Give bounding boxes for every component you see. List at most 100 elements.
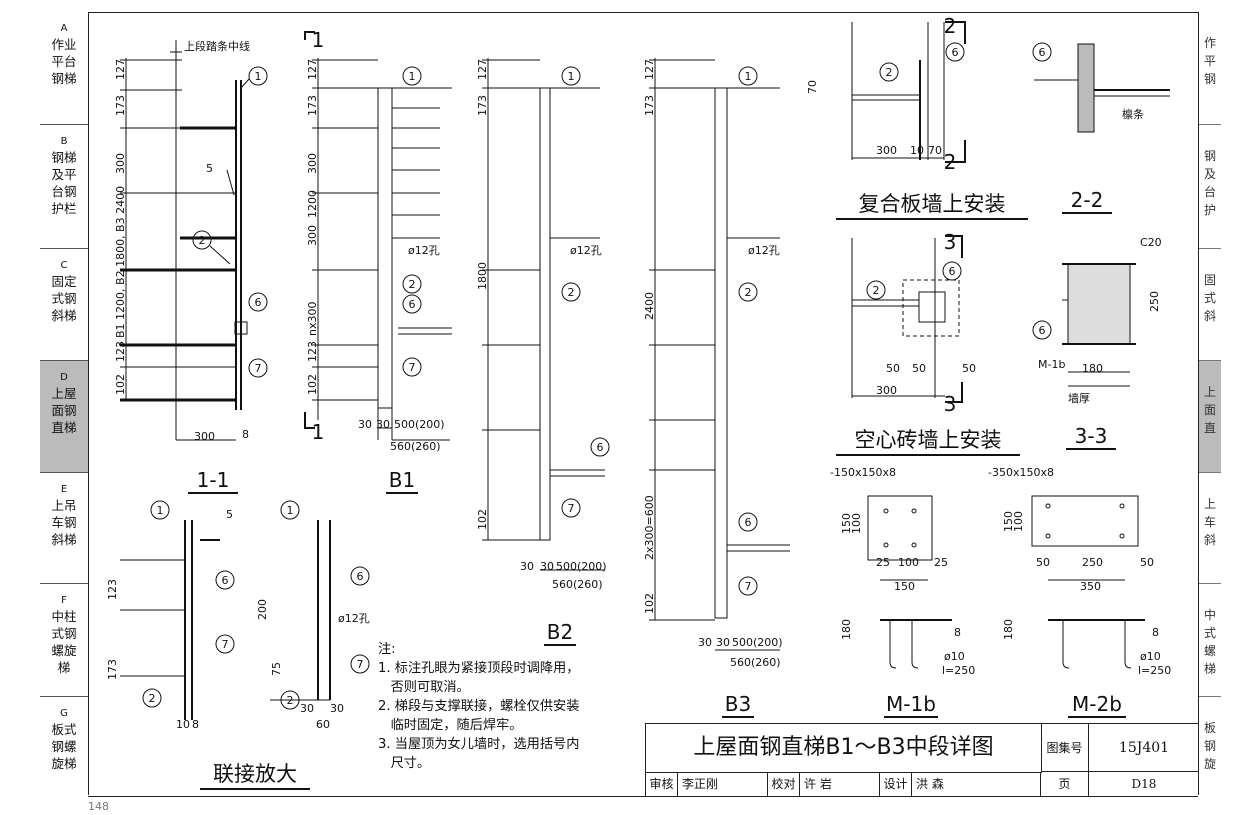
- svg-text:2: 2: [149, 692, 156, 705]
- section-mark-3-top: 3: [943, 230, 957, 254]
- svg-text:75: 75: [270, 662, 283, 676]
- svg-text:2400: 2400: [643, 292, 656, 320]
- svg-text:10: 10: [176, 718, 190, 731]
- svg-text:nx300: nx300: [306, 302, 319, 336]
- svg-text:123: 123: [106, 579, 119, 600]
- svg-text:102: 102: [114, 374, 127, 395]
- hole-note-connection: ø12孔: [338, 612, 370, 625]
- note-line: 3. 当屋顶为女儿墙时，选用括号内: [378, 737, 580, 752]
- svg-text:102: 102: [476, 509, 489, 530]
- svg-text:300: 300: [876, 144, 897, 157]
- atlas-label: 图集号: [1041, 724, 1089, 772]
- svg-text:25: 25: [876, 556, 890, 569]
- check-label: 校对: [768, 772, 800, 796]
- svg-text:500(200): 500(200): [394, 418, 445, 431]
- svg-text:1: 1: [409, 70, 416, 83]
- right-tab-e[interactable]: 上车斜: [1199, 473, 1221, 584]
- plate-m1-note: -150x150x8: [830, 466, 896, 479]
- b-height-note: B1 1200, B2 1800, B3 2400: [114, 186, 127, 338]
- note-line: 2. 梯段与支撑联接，螺栓仅供安装: [378, 699, 580, 714]
- svg-text:1: 1: [287, 504, 294, 517]
- svg-text:200: 200: [256, 599, 269, 620]
- svg-text:180: 180: [1082, 362, 1103, 375]
- svg-text:7: 7: [222, 638, 229, 651]
- section-2-2-drawing: [1032, 42, 1170, 133]
- hollow-brick-wall-install: [851, 235, 963, 403]
- right-index-tabs: 作平钢 钢及台护 固式斜 上面直 上车斜 中式螺梯 板钢旋: [1198, 12, 1221, 795]
- svg-text:6: 6: [949, 265, 956, 278]
- svg-text:6: 6: [952, 46, 959, 59]
- label-section-3-3: 3-3: [1066, 424, 1116, 450]
- note-line: 1. 标注孔眼为紧接顶段时调降用，: [378, 661, 580, 676]
- tab-a[interactable]: A 作业 平台 钢梯: [40, 12, 88, 125]
- section-mark-1-top: 1: [311, 28, 325, 52]
- l250-m2: l=250: [1138, 664, 1171, 677]
- top-line-note: 上段踏条中线: [184, 39, 250, 53]
- svg-text:30: 30: [300, 702, 314, 715]
- atlas-number: 15J401: [1089, 724, 1199, 772]
- tab-f[interactable]: F 中柱 式钢 螺旋 梯: [40, 584, 88, 697]
- tab-c[interactable]: C 固定 式钢 斜梯: [40, 249, 88, 361]
- tab-d[interactable]: D 上屋 面钢 直梯: [40, 361, 88, 473]
- right-tab-a[interactable]: 作平钢: [1199, 12, 1221, 125]
- svg-text:173: 173: [643, 95, 656, 116]
- svg-text:560(260): 560(260): [730, 656, 781, 669]
- svg-text:560(260): 560(260): [390, 440, 441, 453]
- svg-text:7: 7: [255, 362, 262, 375]
- svg-text:300: 300: [306, 225, 319, 246]
- svg-text:50: 50: [912, 362, 926, 375]
- right-tab-d[interactable]: 上面直: [1199, 361, 1221, 473]
- tab-e[interactable]: E 上吊 车钢 斜梯: [40, 473, 88, 584]
- svg-text:150: 150: [1002, 511, 1015, 532]
- right-tab-f[interactable]: 中式螺梯: [1199, 584, 1221, 697]
- svg-text:2: 2: [568, 286, 575, 299]
- svg-text:300: 300: [876, 384, 897, 397]
- svg-text:127: 127: [643, 59, 656, 80]
- svg-text:1: 1: [255, 70, 262, 83]
- phi10-m2: ø10: [1140, 650, 1161, 663]
- label-connection: 联接放大: [200, 758, 310, 790]
- section-mark-3-bottom: 3: [943, 392, 957, 416]
- label-m1b: M-1b: [884, 692, 938, 718]
- svg-text:2: 2: [409, 278, 416, 291]
- l250-m1: l=250: [942, 664, 975, 677]
- connection-enlargement: [120, 500, 370, 720]
- svg-text:180: 180: [1002, 619, 1015, 640]
- right-tab-g[interactable]: 板钢旋: [1203, 721, 1216, 771]
- svg-text:10: 10: [910, 144, 924, 157]
- svg-text:2: 2: [873, 284, 880, 297]
- svg-text:123: 123: [306, 341, 319, 362]
- svg-text:50: 50: [962, 362, 976, 375]
- svg-text:1: 1: [745, 70, 752, 83]
- drawing-frame: [88, 12, 1198, 797]
- svg-text:2: 2: [886, 66, 893, 79]
- svg-text:127: 127: [306, 59, 319, 80]
- notes-block: 注: 1. 标注孔眼为紧接顶段时调降用， 否则可取消。 2. 梯段与支撑联接，螺…: [378, 640, 648, 773]
- svg-text:100: 100: [1012, 511, 1025, 532]
- svg-text:6: 6: [745, 516, 752, 529]
- svg-text:30: 30: [330, 702, 344, 715]
- purlin-note: 檩条: [1122, 107, 1144, 121]
- reviewer-name: 李正刚: [678, 772, 768, 796]
- svg-text:30: 30: [520, 560, 534, 573]
- svg-text:173: 173: [106, 659, 119, 680]
- m2b-plate-drawing: [1031, 495, 1145, 669]
- svg-text:127: 127: [476, 59, 489, 80]
- svg-text:60: 60: [316, 718, 330, 731]
- svg-text:7: 7: [409, 361, 416, 374]
- svg-text:2x300=600: 2x300=600: [643, 495, 656, 560]
- page-footer-number: 148: [88, 800, 109, 813]
- tab-g[interactable]: G 板式 钢螺 旋梯: [51, 708, 77, 771]
- svg-text:5: 5: [206, 162, 213, 175]
- right-tab-c[interactable]: 固式斜: [1199, 249, 1221, 361]
- design-label: 设计: [880, 772, 912, 796]
- label-section-1-1: 1-1: [188, 468, 238, 494]
- page-label: 页: [1041, 772, 1089, 796]
- svg-text:500(200): 500(200): [732, 636, 783, 649]
- svg-text:173: 173: [476, 95, 489, 116]
- right-tab-b[interactable]: 钢及台护: [1199, 125, 1221, 249]
- tab-b[interactable]: B 钢梯 及平 台钢 护栏: [40, 125, 88, 249]
- svg-text:5: 5: [226, 508, 233, 521]
